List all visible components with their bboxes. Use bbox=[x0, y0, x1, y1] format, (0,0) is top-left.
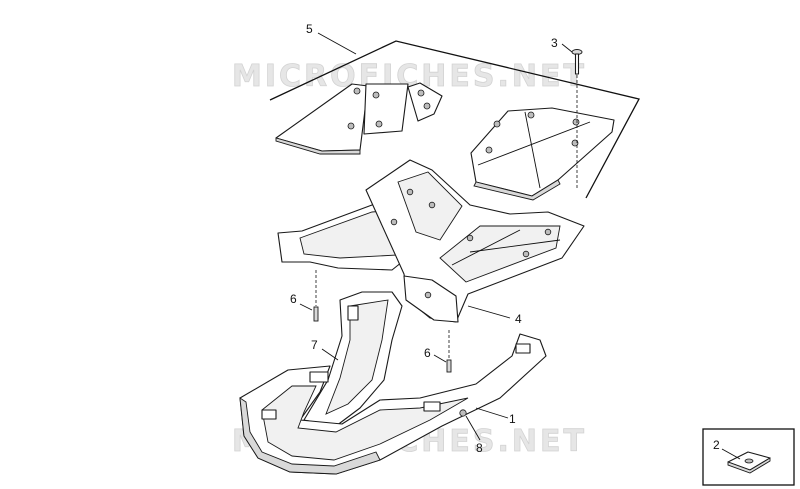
left-mat-front-piece bbox=[275, 83, 369, 152]
clip-hole bbox=[744, 458, 754, 464]
frame-seam bbox=[469, 239, 561, 253]
screw-shank bbox=[574, 53, 580, 75]
frame-hole bbox=[406, 188, 414, 196]
frame-hole bbox=[424, 291, 432, 299]
frame-hole bbox=[544, 228, 552, 236]
watermark-top: MICROFICHES.NET bbox=[232, 59, 587, 94]
clip-plate-edge bbox=[727, 457, 771, 474]
callout-6-left: 6 bbox=[290, 292, 297, 306]
fairing-mount-tab bbox=[261, 409, 277, 420]
mat-hole bbox=[571, 139, 579, 147]
part-3-screw bbox=[571, 49, 583, 190]
right-mat-seam bbox=[477, 121, 591, 166]
mat-hole bbox=[347, 122, 355, 130]
left-mat-rear-piece bbox=[407, 82, 443, 122]
leader-line-6-right bbox=[433, 354, 447, 363]
mat-hole bbox=[372, 91, 380, 99]
frame-seam bbox=[451, 229, 521, 266]
leader-line-8 bbox=[465, 415, 481, 441]
part-7-inner-panel bbox=[303, 291, 403, 427]
mat-hole bbox=[417, 89, 425, 97]
mat-hole bbox=[485, 146, 493, 154]
part-2-inset-box bbox=[702, 428, 795, 486]
part-1-lower-fairing bbox=[239, 333, 547, 475]
inner-panel-face bbox=[325, 299, 389, 415]
pin-right-body bbox=[446, 359, 452, 373]
callout-6-right: 6 bbox=[424, 346, 431, 360]
lower-fairing-inner bbox=[261, 385, 469, 461]
left-mat-middle-piece bbox=[363, 83, 409, 135]
leader-line-4 bbox=[467, 305, 511, 319]
callout-5: 5 bbox=[306, 22, 313, 36]
part-5-mat-set bbox=[269, 40, 640, 201]
mat-hole bbox=[527, 111, 535, 119]
frame-hole bbox=[522, 250, 530, 258]
left-mat-front-edge bbox=[275, 137, 361, 155]
leader-line-2 bbox=[721, 448, 741, 460]
part-6-pin-left bbox=[313, 270, 319, 322]
leader-line-3 bbox=[561, 43, 573, 53]
callout-3: 3 bbox=[551, 36, 558, 50]
right-mat-piece bbox=[470, 107, 615, 197]
mat-set-frame-line bbox=[269, 40, 640, 199]
leader-lines bbox=[299, 32, 741, 460]
mat-hole bbox=[375, 120, 383, 128]
leader-line-6-left bbox=[299, 303, 313, 311]
right-mat-seam bbox=[524, 111, 541, 189]
mat-hole bbox=[423, 102, 431, 110]
right-mat-edge bbox=[473, 179, 561, 201]
callout-7: 7 bbox=[311, 338, 318, 352]
lower-fairing-lip bbox=[239, 397, 381, 475]
part-6-pin-right bbox=[446, 330, 452, 373]
inset-frame bbox=[702, 428, 795, 486]
leader-line-7 bbox=[321, 348, 339, 361]
fairing-mount-tab bbox=[309, 371, 329, 383]
mat-hole bbox=[572, 118, 580, 126]
frame-hole bbox=[428, 201, 436, 209]
callout-4: 4 bbox=[515, 312, 522, 326]
frame-hole bbox=[466, 234, 474, 242]
part-8-fairing-plug bbox=[459, 409, 467, 417]
mat-hole bbox=[353, 87, 361, 95]
callout-1: 1 bbox=[509, 412, 516, 426]
pin-left-body bbox=[313, 306, 319, 322]
callout-2: 2 bbox=[713, 438, 720, 452]
fairing-mount-tab bbox=[515, 343, 531, 354]
frame-hole bbox=[390, 218, 398, 226]
part-4-footrest-frame bbox=[277, 159, 585, 323]
leader-line-1 bbox=[475, 407, 509, 419]
callout-8: 8 bbox=[476, 441, 483, 455]
inner-panel-tab bbox=[347, 305, 359, 321]
mat-hole bbox=[493, 120, 501, 128]
leader-line-5 bbox=[317, 32, 357, 55]
frame-front-flange bbox=[403, 275, 459, 323]
fairing-mount-tab bbox=[423, 401, 441, 412]
